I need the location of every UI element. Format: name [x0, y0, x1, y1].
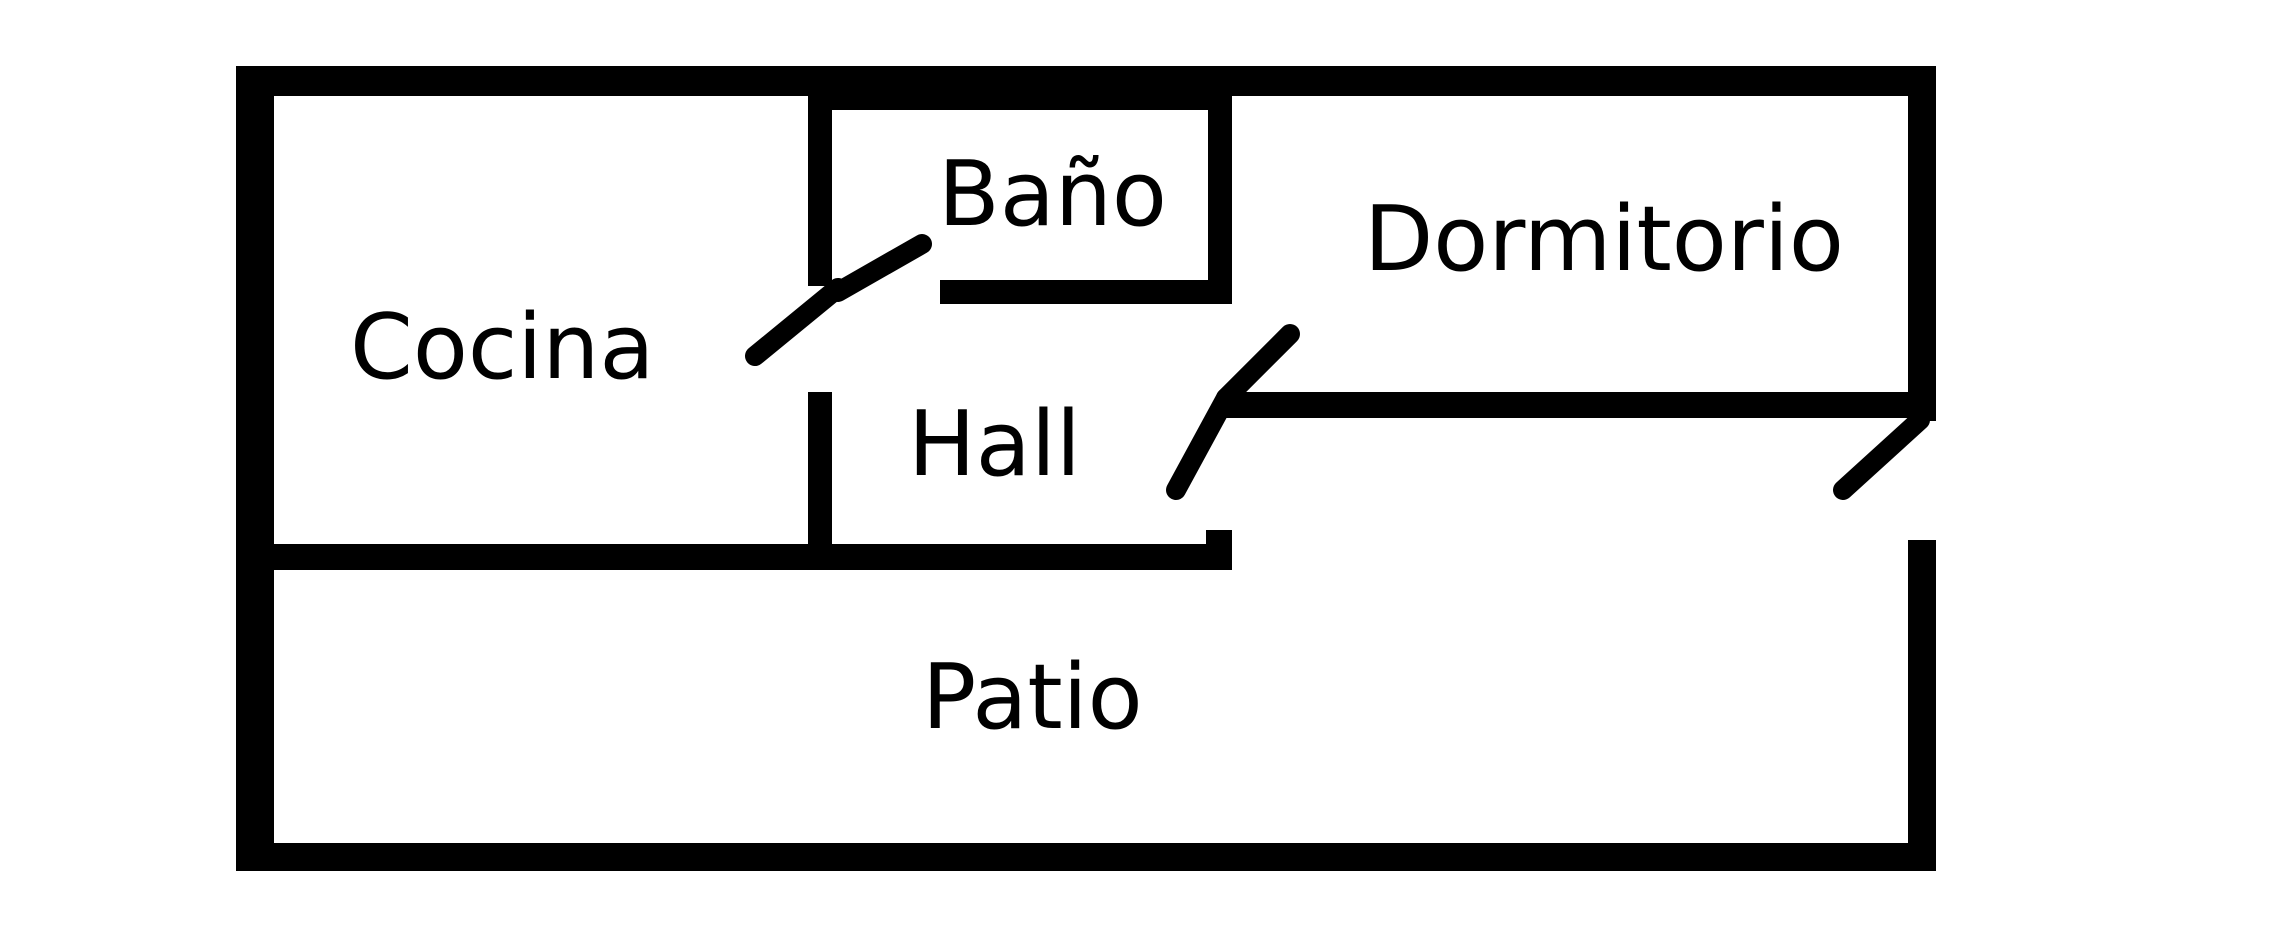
wall-outer-left — [236, 66, 274, 871]
room-label-kitchen: Cocina — [350, 295, 655, 400]
room-label-bedroom: Dormitorio — [1364, 187, 1844, 292]
door-exterior — [1833, 410, 1930, 500]
door-bedroom-lower — [1166, 388, 1236, 500]
wall-bathroom-top — [808, 96, 1232, 110]
wall-patio-top-left — [260, 544, 1232, 570]
door-bedroom-upper — [1216, 324, 1300, 408]
room-label-hall: Hall — [908, 392, 1081, 497]
wall-bathroom-bottom — [940, 280, 1232, 304]
room-label-patio: Patio — [922, 645, 1143, 750]
door-kitchen — [745, 278, 848, 366]
wall-outer-right-upper — [1908, 66, 1936, 421]
wall-outer-top — [236, 66, 1936, 96]
room-label-bathroom: Baño — [938, 142, 1167, 247]
wall-kitchen-hall-upper — [808, 96, 832, 286]
door-bathroom — [828, 234, 932, 302]
wall-outer-bottom — [236, 843, 1936, 871]
wall-bathroom-right — [1208, 96, 1232, 304]
wall-outer-right-lower — [1908, 540, 1936, 871]
wall-patio-top-stub — [1206, 530, 1232, 570]
wall-bedroom-bottom — [1222, 392, 1936, 418]
wall-kitchen-hall-lower — [808, 392, 832, 552]
